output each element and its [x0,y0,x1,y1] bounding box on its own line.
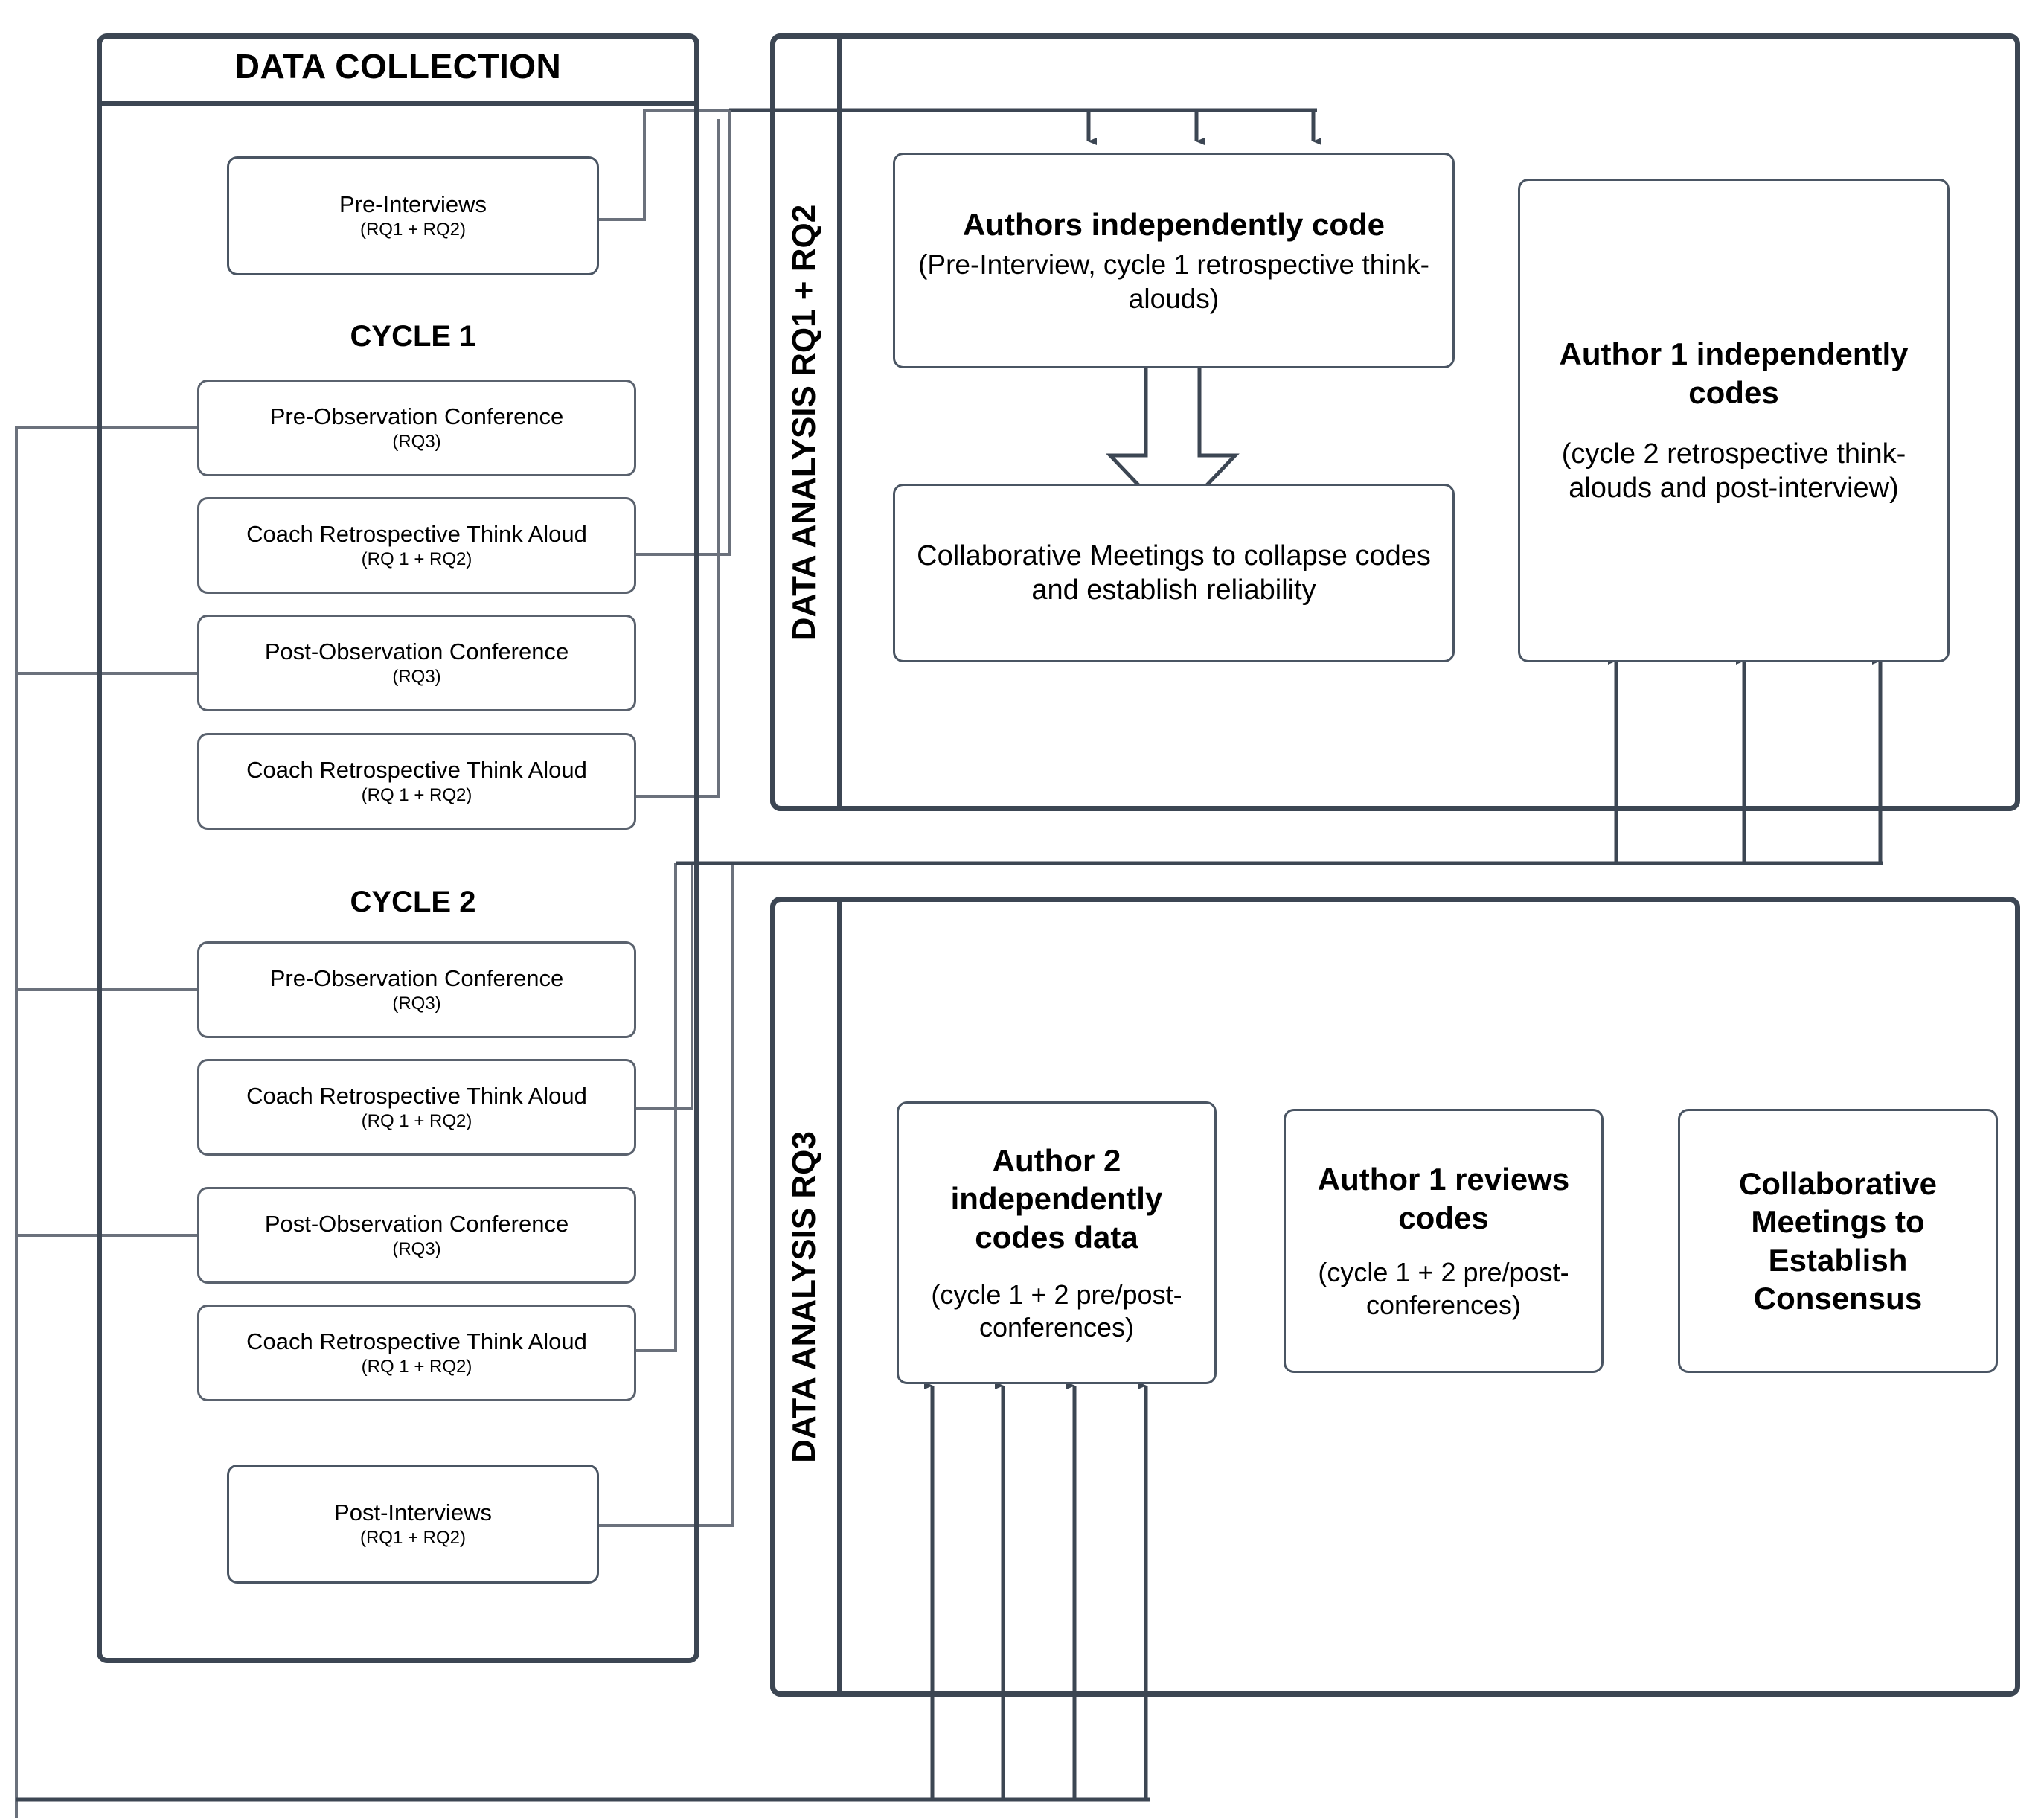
node-c2-coach-think-aloud-1[interactable]: Coach Retrospective Think Aloud (RQ 1 + … [197,1059,636,1156]
node-c2-pre-observation-conference[interactable]: Pre-Observation Conference (RQ3) [197,941,636,1038]
node-label-line2: (RQ 1 + RQ2) [361,1357,472,1377]
node-post-interviews-line2: (RQ1 + RQ2) [359,1528,467,1549]
node-label-line1: Pre-Observation Conference [269,965,564,992]
node-collaborative-meetings-collapse-codes[interactable]: Collaborative Meetings to collapse codes… [893,484,1455,662]
node-c1-coach-think-aloud-1[interactable]: Coach Retrospective Think Aloud (RQ 1 + … [197,497,636,594]
node-label-line2: (RQ3) [392,432,441,452]
node-pre-interviews-line1: Pre-Interviews [339,191,487,218]
node-c2-coach-think-aloud-2[interactable]: Coach Retrospective Think Aloud (RQ 1 + … [197,1305,636,1401]
node-author1-codes-heading: Author 1 independently codes [1559,336,1909,410]
panel-rq12-title-strip [770,33,842,811]
node-collaborative-meetings-consensus[interactable]: Collaborative Meetings to Establish Cons… [1678,1109,1998,1373]
node-collab-meetings-text: Collaborative Meetings to collapse codes… [917,540,1431,606]
panel-rq3-title-strip [770,897,842,1697]
node-label-line1: Coach Retrospective Think Aloud [246,521,587,548]
panel-data-collection [97,33,699,1663]
node-post-interviews[interactable]: Post-Interviews (RQ1 + RQ2) [227,1465,599,1584]
node-author1-reviews-codes[interactable]: Author 1 reviews codes (cycle 1 + 2 pre/… [1284,1109,1604,1373]
node-author1-review-heading: Author 1 reviews codes [1317,1162,1570,1235]
node-label-line1: Post-Observation Conference [264,638,569,665]
node-label-line2: (RQ 1 + RQ2) [361,1111,472,1132]
heading-cycle-1: CYCLE 1 [350,320,476,353]
node-author2-detail: (cycle 1 + 2 pre/post-conferences) [931,1278,1182,1342]
node-author1-codes-detail: (cycle 2 retrospective think-alouds and … [1561,438,1906,505]
node-label-line2: (RQ 1 + RQ2) [361,785,472,806]
node-label-line2: (RQ 1 + RQ2) [361,549,472,570]
node-author1-review-detail: (cycle 1 + 2 pre/post-conferences) [1318,1256,1569,1320]
panel-rq3-title: DATA ANALYSIS RQ3 [786,1131,822,1463]
node-label-line1: Coach Retrospective Think Aloud [246,1083,587,1110]
node-label-line1: Coach Retrospective Think Aloud [246,1328,587,1355]
node-label-line2: (RQ3) [392,1239,441,1260]
node-author1-independently-codes[interactable]: Author 1 independently codes (cycle 2 re… [1518,179,1950,662]
panel-data-collection-title-bar [97,33,699,106]
node-c1-pre-observation-conference[interactable]: Pre-Observation Conference (RQ3) [197,380,636,476]
panel-data-collection-title: DATA COLLECTION [234,47,562,86]
node-author2-heading: Author 2 independently codes data [950,1143,1163,1255]
node-authors-code-detail: (Pre-Interview, cycle 1 retrospective th… [918,249,1429,314]
node-pre-interviews[interactable]: Pre-Interviews (RQ1 + RQ2) [227,156,599,275]
panel-rq12-title: DATA ANALYSIS RQ1 + RQ2 [786,204,822,641]
node-pre-interviews-line2: (RQ1 + RQ2) [359,220,467,240]
node-label-line1: Post-Observation Conference [264,1211,569,1238]
node-authors-independently-code[interactable]: Authors independently code (Pre-Intervie… [893,153,1455,368]
node-c2-post-observation-conference[interactable]: Post-Observation Conference (RQ3) [197,1187,636,1284]
node-author2-independently-codes-data[interactable]: Author 2 independently codes data (cycle… [897,1101,1217,1384]
node-c1-post-observation-conference[interactable]: Post-Observation Conference (RQ3) [197,615,636,711]
node-label-line1: Coach Retrospective Think Aloud [246,757,587,784]
node-authors-code-heading: Authors independently code [962,207,1385,243]
node-consensus-heading: Collaborative Meetings to Establish Cons… [1738,1166,1938,1316]
node-label-line2: (RQ3) [392,993,441,1014]
heading-cycle-2: CYCLE 2 [350,886,476,918]
node-c1-coach-think-aloud-2[interactable]: Coach Retrospective Think Aloud (RQ 1 + … [197,733,636,830]
node-label-line2: (RQ3) [392,667,441,688]
node-label-line1: Pre-Observation Conference [269,403,564,430]
node-post-interviews-line1: Post-Interviews [334,1499,492,1526]
